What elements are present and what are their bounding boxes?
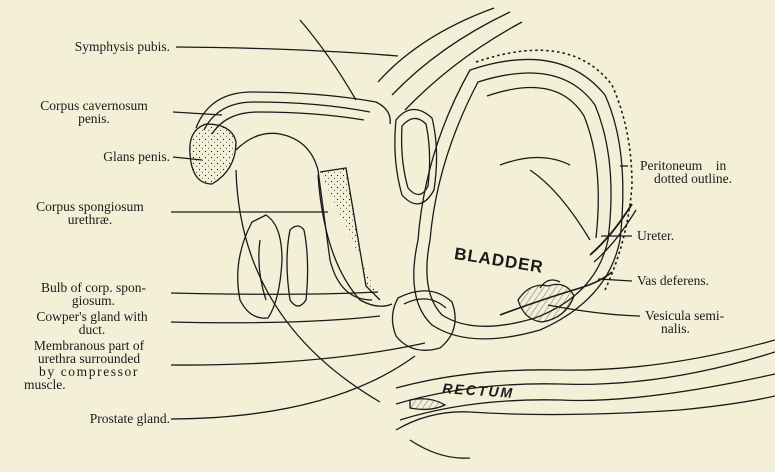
label-vas-text: Vas deferens. (637, 273, 709, 288)
label-bulb: Bulb of corp. spon- giosum. (16, 281, 171, 307)
leader-bulb (171, 292, 378, 294)
label-ureter-text: Ureter. (637, 228, 674, 243)
label-glans-text: Glans penis. (103, 149, 170, 164)
label-peritoneum-line2: dotted outline. (640, 172, 770, 185)
label-corpus-spongiosum: Corpus spongiosum urethræ. (10, 200, 170, 226)
label-symphysis-text: Symphysis pubis. (75, 39, 170, 54)
prostate (392, 291, 455, 350)
label-prostate-gland: Prostate gland. (20, 412, 170, 425)
leader-symphysis (176, 47, 398, 56)
abdominal-wall (300, 8, 522, 110)
label-bulb-line2: giosum. (16, 294, 171, 307)
glans-penis (190, 124, 236, 184)
label-cowper-gland: Cowper's gland with duct. (12, 310, 172, 336)
label-prostate-text: Prostate gland. (90, 411, 170, 426)
label-vas-deferens: Vas deferens. (637, 274, 709, 287)
perineum-outline (236, 170, 380, 402)
label-glans-penis: Glans penis. (30, 150, 170, 163)
label-membranous-urethra: Membranous part of urethra surrounded by… (8, 339, 170, 391)
label-ureter: Ureter. (637, 229, 674, 242)
label-symphysis-pubis: Symphysis pubis. (30, 40, 170, 53)
leader-membranous (171, 343, 425, 365)
symphysis-pubis (395, 109, 437, 203)
leader-cowper (171, 316, 380, 323)
label-spongiosum-line2: urethræ. (10, 213, 170, 226)
label-membranous-line4: muscle. (8, 378, 170, 391)
scrotum (238, 215, 308, 318)
label-vesicula-line2: nalis. (645, 322, 770, 335)
corpus-spongiosum (236, 133, 392, 306)
label-peritoneum: Peritoneum in dotted outline. (640, 159, 770, 185)
label-corpus-cavernosum: Corpus cavernosum penis. (14, 99, 174, 125)
rectal-wall (410, 399, 445, 410)
leader-cavernosum (173, 112, 222, 115)
label-cavernosum-line2: penis. (14, 112, 174, 125)
rectum (396, 340, 775, 458)
label-cowper-line2: duct. (12, 323, 172, 336)
label-vesicula-seminalis: Vesicula semi- nalis. (645, 309, 770, 335)
